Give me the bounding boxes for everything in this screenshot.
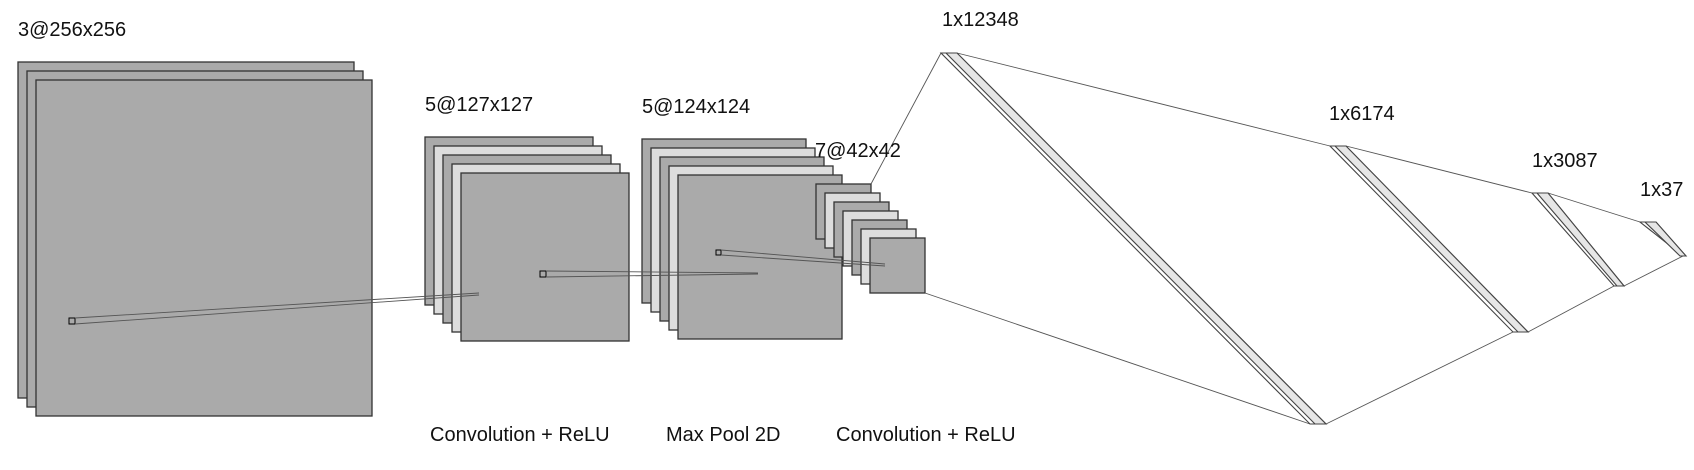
layer-pool-stack xyxy=(641,138,843,340)
dense-layer-4 xyxy=(1638,221,1688,257)
layer-label-conv1: 5@127x127 xyxy=(425,94,533,116)
layer-label-pool: 5@124x124 xyxy=(642,96,750,118)
dense-label-4: 1x37 xyxy=(1640,179,1683,201)
layer-input-stack xyxy=(17,61,373,417)
dense-bar-side xyxy=(1643,221,1688,257)
flatten-line xyxy=(924,292,1311,425)
kernel-line xyxy=(74,294,480,325)
dense-connections xyxy=(956,52,1684,425)
dense-layer-2 xyxy=(1328,145,1530,333)
dense-label-3: 1x3087 xyxy=(1532,150,1598,172)
kernel-box xyxy=(715,249,722,256)
operation-label-conv2: Convolution + ReLU xyxy=(836,424,1016,446)
kernel-box xyxy=(539,270,547,278)
feature-map xyxy=(35,79,373,417)
dense-bar-side xyxy=(944,52,1328,425)
dense-layer-1 xyxy=(939,52,1328,425)
dense-layer-3 xyxy=(1530,192,1626,287)
operation-label-pool: Max Pool 2D xyxy=(666,424,781,446)
layer-conv2-stack xyxy=(815,183,926,294)
dense-bar-side xyxy=(1333,145,1530,333)
kernel-box xyxy=(68,317,76,325)
layer-label-conv2: 7@42x42 xyxy=(815,140,901,162)
kernel-line xyxy=(545,270,759,274)
kernel-connections xyxy=(68,249,886,325)
dense-line xyxy=(1345,145,1533,194)
kernel-line xyxy=(720,249,886,265)
dense-label-1: 1x12348 xyxy=(942,9,1019,31)
flatten-connections xyxy=(870,52,1311,425)
dense-line xyxy=(1527,285,1615,333)
dense-label-2: 1x6174 xyxy=(1329,103,1395,125)
dense-line xyxy=(956,52,1331,147)
kernel-line xyxy=(720,254,886,267)
layer-label-input: 3@256x256 xyxy=(18,19,126,41)
layer-conv1-stack xyxy=(424,136,630,342)
dense-line xyxy=(1325,331,1514,425)
dense-line xyxy=(1623,255,1684,287)
dense-line xyxy=(1547,192,1641,223)
feature-map xyxy=(460,172,630,342)
flatten-line xyxy=(870,52,942,185)
kernel-line xyxy=(545,273,759,278)
kernel-line xyxy=(74,292,480,319)
operation-label-conv1: Convolution + ReLU xyxy=(430,424,610,446)
dense-bar-side xyxy=(1535,192,1626,287)
